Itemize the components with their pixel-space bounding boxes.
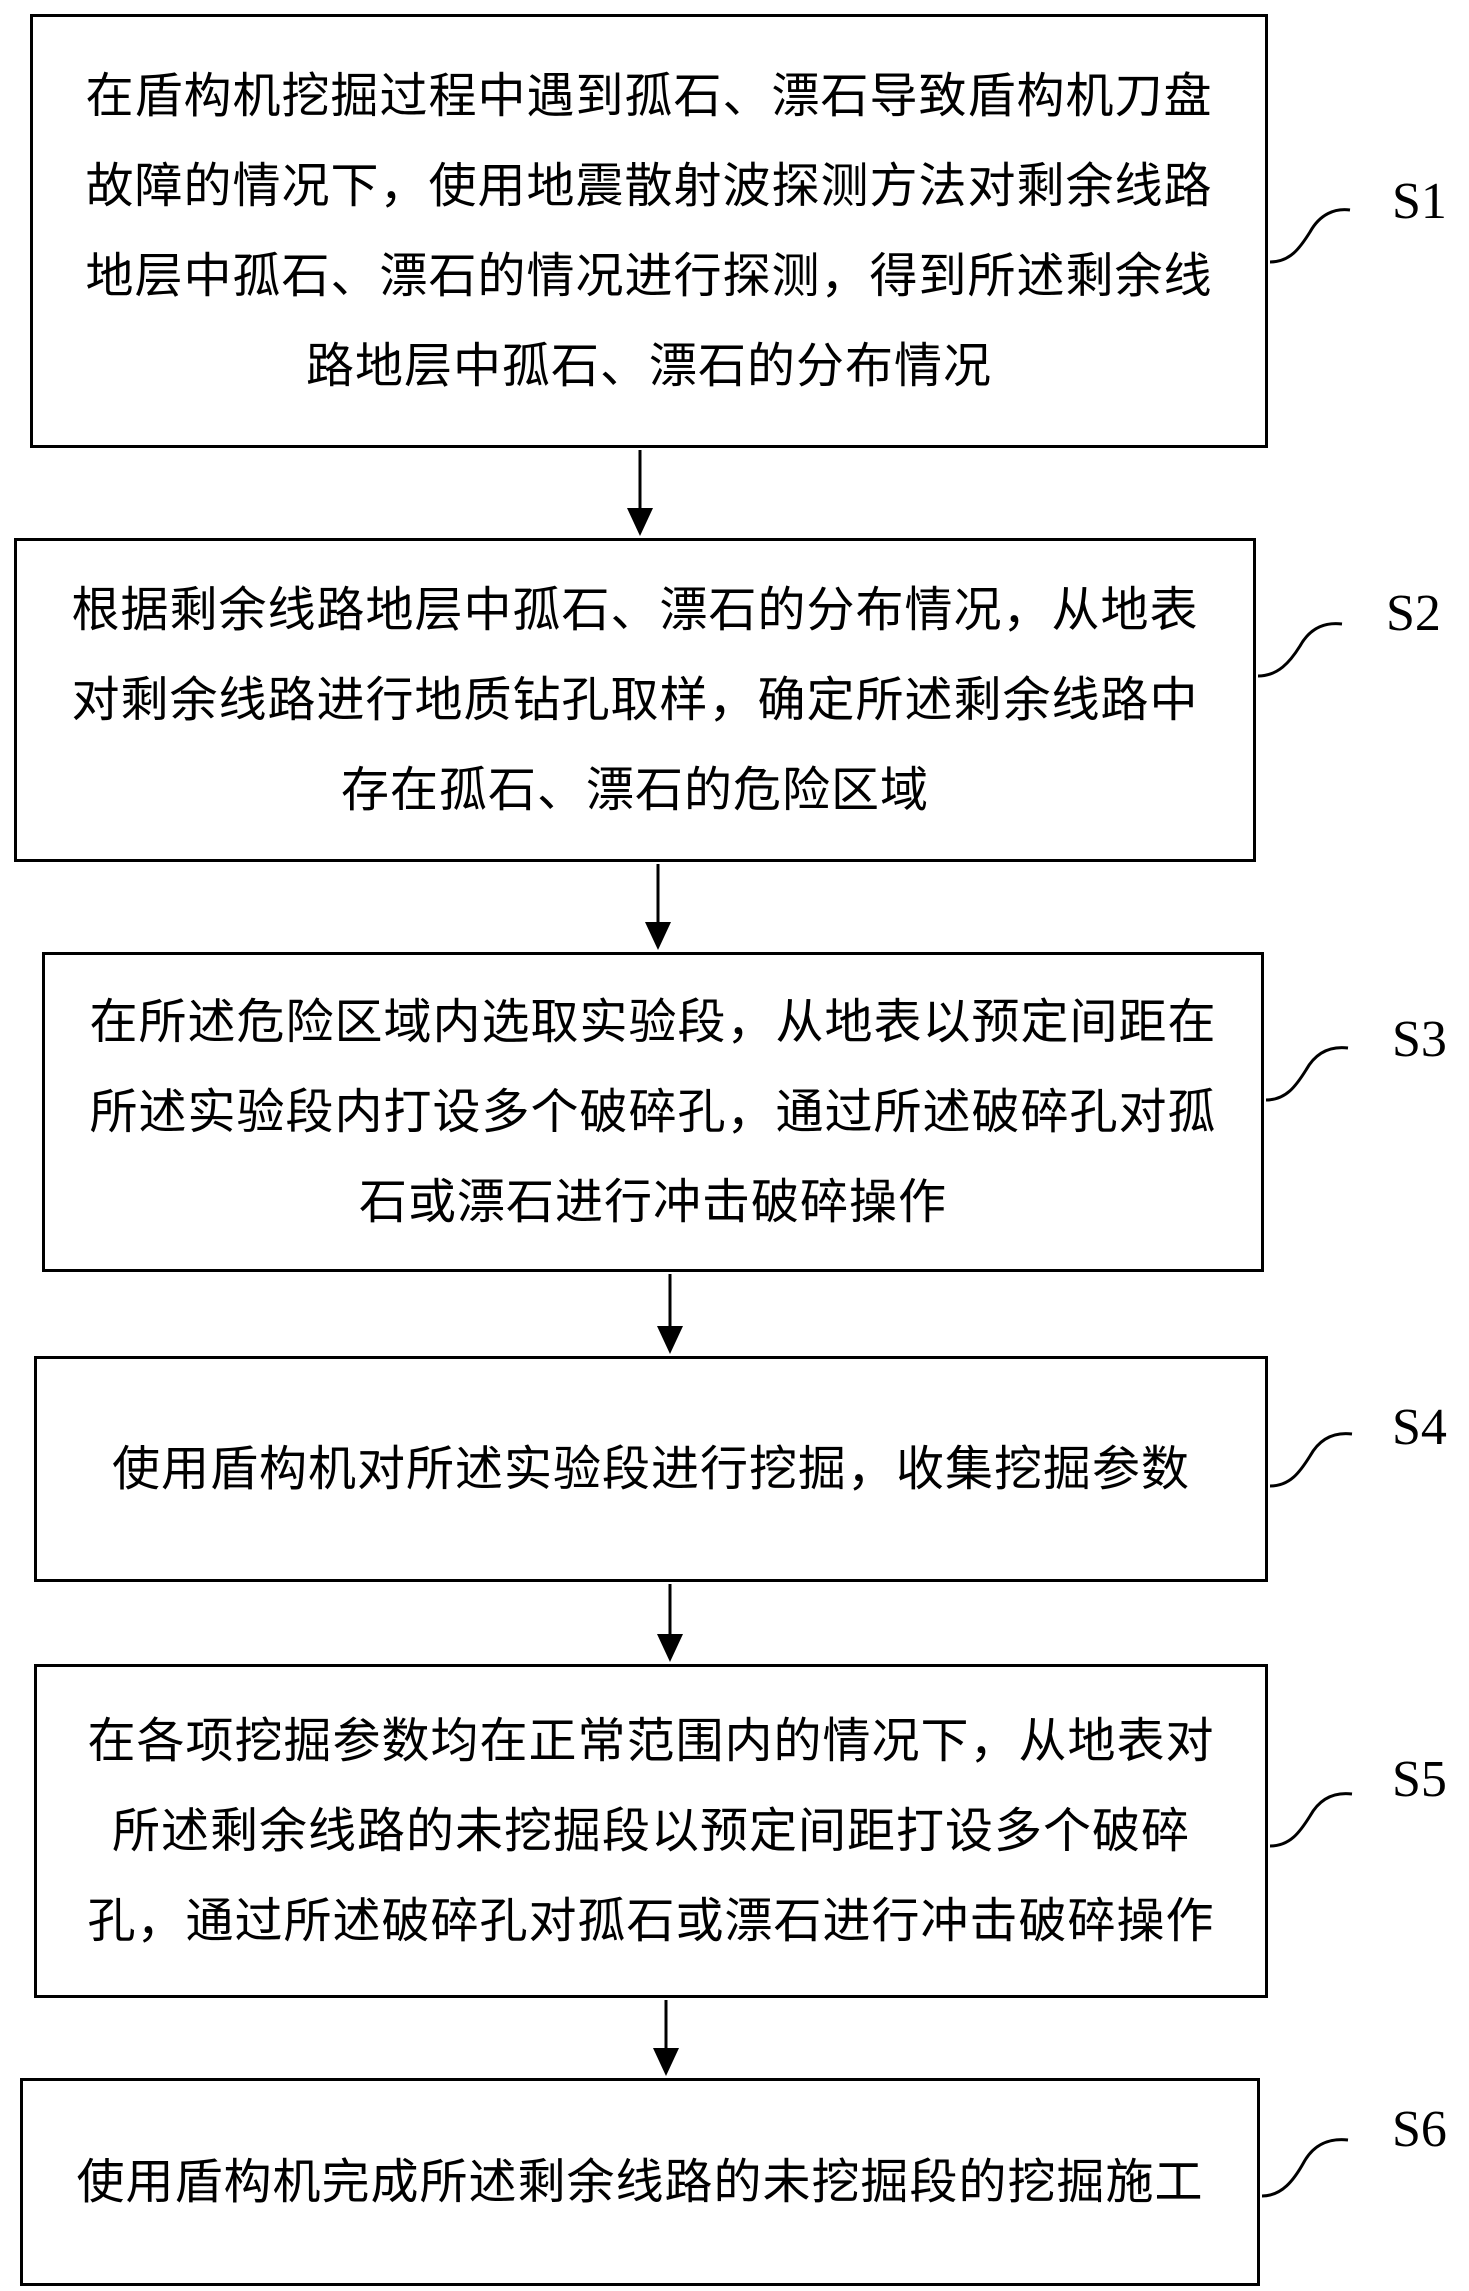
step-label-s1: S1 (1392, 173, 1447, 230)
arrow-s2-s3 (645, 864, 671, 950)
leader-line-s4 (1269, 1432, 1353, 1488)
step-label-s3: S3 (1392, 1011, 1447, 1068)
step-box-s1: 在盾构机挖掘过程中遇到孤石、漂石导致盾构机刀盘故障的情况下，使用地震散射波探测方… (30, 14, 1268, 448)
step-box-s6: 使用盾构机完成所述剩余线路的未挖掘段的挖掘施工 (20, 2078, 1260, 2286)
leader-line-s6 (1261, 2138, 1349, 2198)
step-label-s4: S4 (1392, 1399, 1447, 1456)
step-box-s2: 根据剩余线路地层中孤石、漂石的分布情况，从地表对剩余线路进行地质钻孔取样，确定所… (14, 538, 1256, 862)
step-label-s5: S5 (1392, 1751, 1447, 1808)
leader-line-s3 (1265, 1046, 1349, 1102)
step-label-s2: S2 (1386, 585, 1441, 642)
leader-line-s5 (1269, 1792, 1353, 1848)
step-text-s1: 在盾构机挖掘过程中遇到孤石、漂石导致盾构机刀盘故障的情况下，使用地震散射波探测方… (85, 68, 1213, 394)
step-box-s5: 在各项挖掘参数均在正常范围内的情况下，从地表对所述剩余线路的未挖掘段以预定间距打… (34, 1664, 1268, 1998)
leader-line-s2 (1257, 622, 1343, 678)
leader-line-s1 (1269, 208, 1351, 264)
arrow-s1-s2 (627, 450, 653, 536)
arrow-s3-s4 (657, 1274, 683, 1354)
step-text-s5: 在各项挖掘参数均在正常范围内的情况下，从地表对所述剩余线路的未挖掘段以预定间距打… (87, 1713, 1215, 1949)
step-text-s6: 使用盾构机完成所述剩余线路的未挖掘段的挖掘施工 (76, 2154, 1204, 2210)
arrow-s4-s5 (657, 1584, 683, 1662)
arrow-s5-s6 (653, 2000, 679, 2076)
step-box-s3: 在所述危险区域内选取实验段，从地表以预定间距在所述实验段内打设多个破碎孔，通过所… (42, 952, 1264, 1272)
step-text-s2: 根据剩余线路地层中孤石、漂石的分布情况，从地表对剩余线路进行地质钻孔取样，确定所… (71, 582, 1199, 818)
step-text-s4: 使用盾构机对所述实验段进行挖掘，收集挖掘参数 (111, 1441, 1190, 1497)
step-box-s4: 使用盾构机对所述实验段进行挖掘，收集挖掘参数 (34, 1356, 1268, 1582)
step-label-s6: S6 (1392, 2101, 1447, 2158)
step-text-s3: 在所述危险区域内选取实验段，从地表以预定间距在所述实验段内打设多个破碎孔，通过所… (89, 994, 1217, 1230)
